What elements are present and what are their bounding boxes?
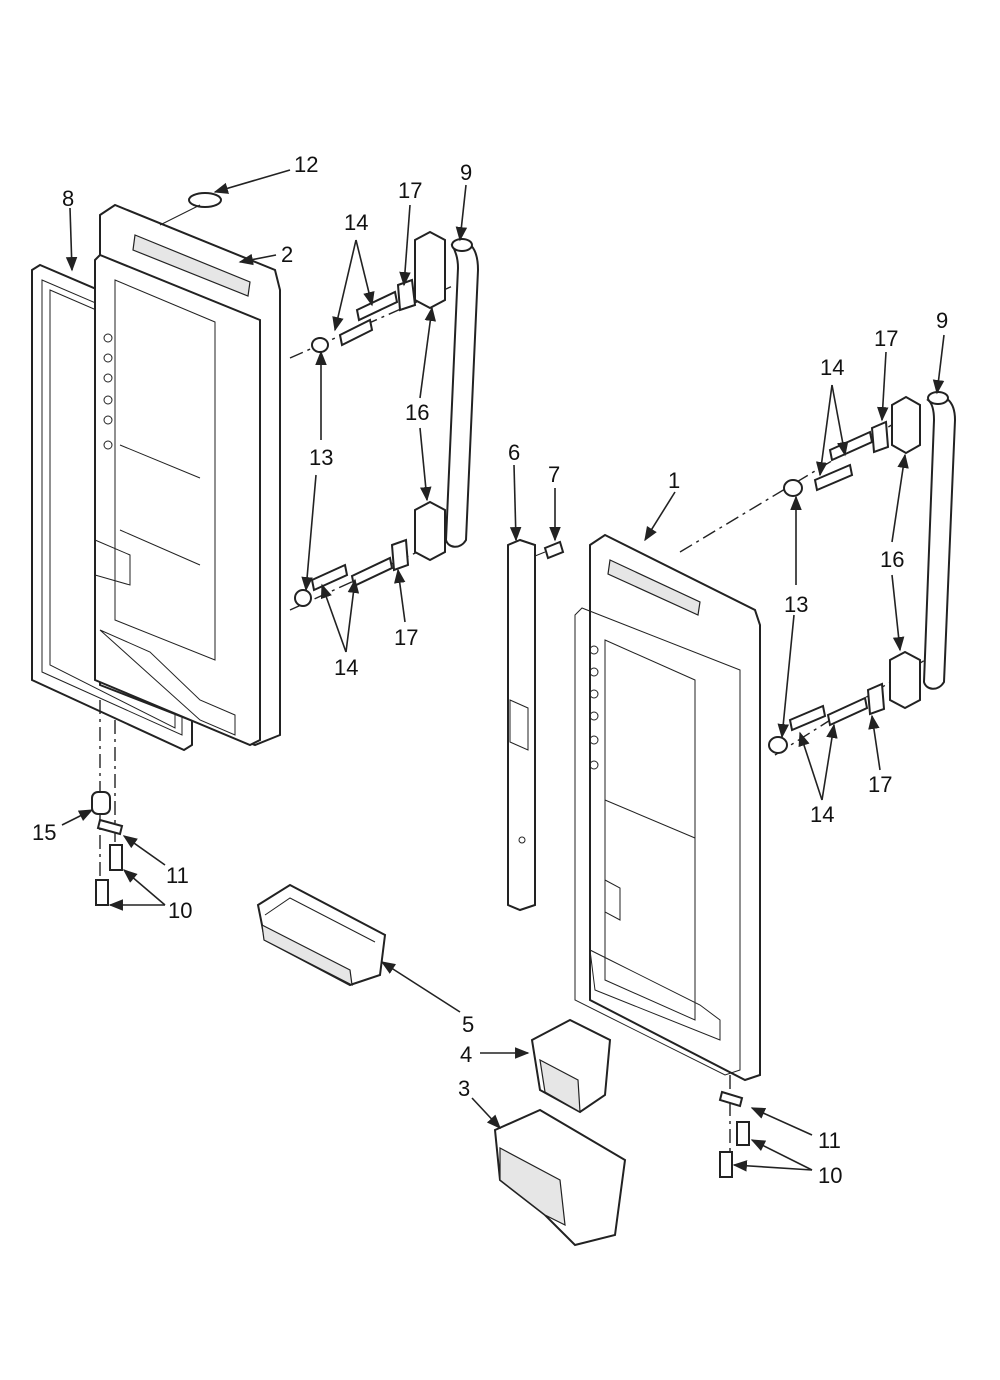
label-6: 6 <box>508 440 520 465</box>
label-11-a: 11 <box>166 863 189 888</box>
mullion-screw <box>534 540 565 560</box>
label-16-a: 16 <box>405 400 429 425</box>
door-shelf-clips <box>103 333 113 450</box>
label-3: 3 <box>458 1076 470 1101</box>
label-14-d: 14 <box>810 802 834 827</box>
label-8: 8 <box>62 186 74 211</box>
label-4: 4 <box>460 1042 472 1067</box>
door-bin-dispenser <box>493 1108 627 1247</box>
label-15: 15 <box>32 820 56 845</box>
label-16-b: 16 <box>880 547 904 572</box>
handle-mount-lower-left <box>289 500 456 611</box>
leader-lines <box>61 169 945 1172</box>
label-17-a: 17 <box>398 178 422 203</box>
label-10-a: 10 <box>168 898 192 923</box>
handle-mount-upper-right <box>679 395 921 553</box>
label-13-b: 13 <box>784 592 808 617</box>
door-handle-left <box>444 238 480 548</box>
label-17-d: 17 <box>868 772 892 797</box>
hinge-hardware-left <box>91 700 124 906</box>
label-9-a: 9 <box>460 160 472 185</box>
label-13-a: 13 <box>309 445 333 470</box>
door-bin-large <box>256 883 387 987</box>
label-14-a: 14 <box>344 210 368 235</box>
door-handle-right <box>922 391 957 690</box>
handle-mount-upper-left <box>289 230 456 359</box>
label-5: 5 <box>462 1012 474 1037</box>
label-9-b: 9 <box>936 308 948 333</box>
right-door <box>574 533 761 1082</box>
label-1: 1 <box>668 468 680 493</box>
label-14-c: 14 <box>820 355 844 380</box>
door-bin-small <box>530 1018 612 1114</box>
label-11-b: 11 <box>818 1128 841 1153</box>
label-10-b: 10 <box>818 1163 842 1188</box>
label-17-c: 17 <box>874 326 898 351</box>
label-7: 7 <box>548 462 560 487</box>
label-12: 12 <box>294 152 318 177</box>
hinge-hardware-right <box>718 1075 750 1178</box>
label-14-b: 14 <box>334 655 358 680</box>
center-mullion <box>507 538 536 912</box>
handle-mount-lower-right <box>768 650 926 756</box>
label-2: 2 <box>281 242 293 267</box>
callout-labels: 12 8 2 14 17 9 13 16 17 14 15 11 10 6 7 … <box>32 152 948 1188</box>
label-17-b: 17 <box>394 625 418 650</box>
left-door <box>94 203 281 747</box>
door-shelf-clips <box>589 645 599 770</box>
door-cap <box>159 192 222 226</box>
